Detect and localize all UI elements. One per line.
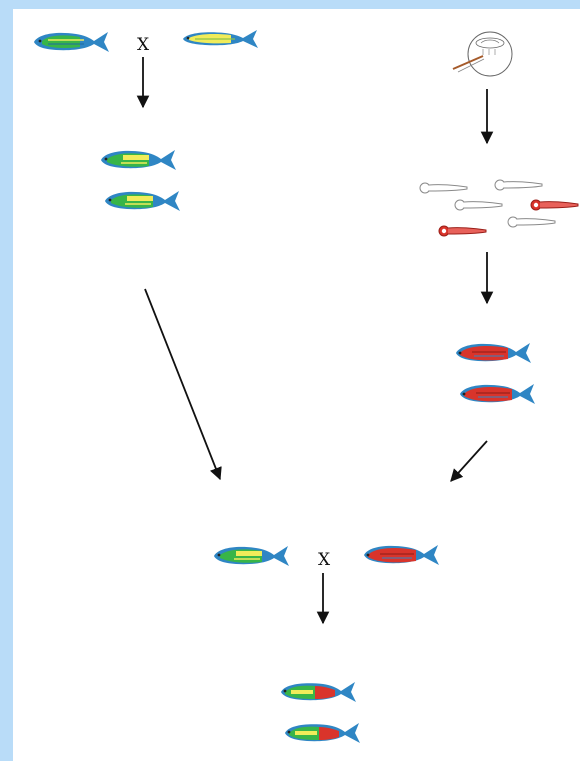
cross-symbol-bottom: X — [318, 550, 331, 570]
diagram-panel: X X — [13, 9, 580, 761]
larva-red — [530, 199, 579, 211]
parent-green-fish — [33, 31, 110, 53]
offspring-fish-2 — [285, 723, 360, 743]
larva-outline — [454, 199, 503, 211]
hybrid-fish-1 — [100, 149, 177, 171]
larva-outline — [419, 182, 468, 194]
larva-outline — [507, 216, 556, 228]
parent-yellow-fish — [182, 29, 259, 49]
cross-symbol-top: X — [137, 35, 150, 55]
red-transgenic-fish-1 — [455, 342, 532, 364]
cross-red-fish — [363, 544, 440, 566]
larva-red — [438, 225, 487, 237]
breeding-diagram: X X — [33, 29, 579, 743]
embryo-injection-icon — [452, 31, 513, 77]
hybrid-fish-2 — [104, 190, 181, 212]
red-transgenic-fish-2 — [459, 383, 536, 405]
offspring-fish-1 — [281, 682, 356, 702]
cross-hybrid-fish — [213, 545, 290, 567]
arrow-left-diagonal — [144, 288, 222, 481]
larva-outline — [494, 179, 543, 191]
arrow-right-diagonal — [450, 440, 488, 482]
